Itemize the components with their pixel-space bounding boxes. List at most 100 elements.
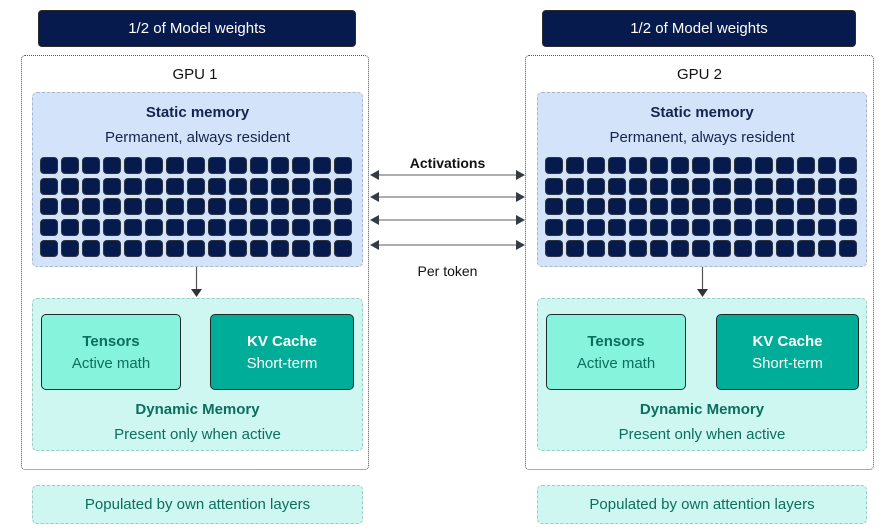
- weight-block: [629, 240, 647, 257]
- gpu1-label: GPU 1: [172, 66, 218, 83]
- weight-block: [250, 198, 268, 215]
- weight-block: [629, 219, 647, 236]
- weight-block: [145, 178, 163, 195]
- weight-block: [334, 219, 352, 236]
- weight-block: [208, 198, 226, 215]
- weight-block: [313, 240, 331, 257]
- gpu2-populated-label: Populated by own attention layers: [589, 496, 815, 513]
- weight-block: [776, 178, 794, 195]
- gpu1-populated-label: Populated by own attention layers: [84, 496, 311, 513]
- arrowhead-left-icon: [370, 215, 379, 225]
- weight-block: [692, 157, 710, 174]
- weight-block: [818, 219, 836, 236]
- weight-block: [839, 240, 857, 257]
- weight-block: [313, 219, 331, 236]
- weight-block: [650, 240, 668, 257]
- weight-block: [61, 219, 79, 236]
- weight-block: [292, 198, 310, 215]
- weight-block: [797, 198, 815, 215]
- weight-block: [734, 178, 752, 195]
- weight-block: [839, 157, 857, 174]
- weight-block: [734, 219, 752, 236]
- weight-block: [818, 240, 836, 257]
- gpu1-tensors-title: Tensors: [82, 332, 140, 350]
- weight-block: [61, 157, 79, 174]
- arrowhead-left-icon: [370, 192, 379, 202]
- gpu1-weights-header: 1/2 of Model weights: [38, 10, 356, 47]
- weight-block: [292, 240, 310, 257]
- weight-block: [545, 198, 563, 215]
- gpu2-weights-header: 1/2 of Model weights: [542, 10, 856, 47]
- weight-block: [82, 240, 100, 257]
- weight-block: [229, 178, 247, 195]
- gpu2-tensors-title: Tensors: [587, 332, 645, 350]
- weight-block: [334, 240, 352, 257]
- weight-block: [650, 198, 668, 215]
- weight-block: [313, 178, 331, 195]
- gpu1-static-memory-subtitle: Permanent, always resident: [104, 129, 291, 146]
- gpu2-label: GPU 2: [676, 66, 722, 83]
- weight-block: [629, 178, 647, 195]
- gpu1-dynamic-memory-subtitle: Present only when active: [114, 426, 281, 443]
- gpu1-populated-note: Populated by own attention layers: [32, 485, 363, 524]
- weight-block: [587, 198, 605, 215]
- weight-block: [103, 219, 121, 236]
- weight-block: [250, 219, 268, 236]
- weight-block: [608, 198, 626, 215]
- weight-block: [82, 198, 100, 215]
- weight-block: [145, 219, 163, 236]
- activation-arrow: [370, 170, 525, 180]
- weight-block: [587, 240, 605, 257]
- weight-block: [692, 198, 710, 215]
- weight-block: [818, 198, 836, 215]
- weight-block: [545, 178, 563, 195]
- gpu1-weights-label: 1/2 of Model weights: [128, 20, 266, 37]
- weight-block: [166, 219, 184, 236]
- weight-block: [208, 178, 226, 195]
- weight-block: [566, 240, 584, 257]
- weight-block: [797, 157, 815, 174]
- weight-block: [692, 240, 710, 257]
- gpu1-kv-cache-subtitle: Short-term: [246, 354, 318, 372]
- weight-block: [755, 240, 773, 257]
- weight-block: [250, 157, 268, 174]
- weight-block: [334, 157, 352, 174]
- weight-block: [629, 198, 647, 215]
- gpu1-tensors-box: Tensors Active math: [41, 314, 181, 390]
- weight-block: [692, 219, 710, 236]
- weight-block: [755, 178, 773, 195]
- weight-block: [40, 219, 58, 236]
- weight-block: [776, 240, 794, 257]
- weight-block: [650, 219, 668, 236]
- weight-block: [145, 157, 163, 174]
- weight-block: [250, 178, 268, 195]
- weight-block: [103, 240, 121, 257]
- weight-block: [608, 219, 626, 236]
- weight-block: [334, 198, 352, 215]
- weight-block: [713, 157, 731, 174]
- weight-block: [671, 157, 689, 174]
- weight-block: [229, 240, 247, 257]
- weight-block: [124, 219, 142, 236]
- weight-block: [124, 198, 142, 215]
- weight-block: [187, 219, 205, 236]
- gpu1-tensors-subtitle: Active math: [71, 354, 151, 372]
- weight-block: [40, 198, 58, 215]
- weight-block: [82, 157, 100, 174]
- weight-block: [208, 157, 226, 174]
- weight-block: [713, 178, 731, 195]
- weight-block: [187, 157, 205, 174]
- activation-arrow: [370, 215, 525, 225]
- arrowhead-right-icon: [516, 215, 525, 225]
- weight-block: [713, 198, 731, 215]
- weight-block: [271, 240, 289, 257]
- weight-block: [40, 178, 58, 195]
- weight-block: [566, 178, 584, 195]
- weight-block: [839, 198, 857, 215]
- weight-block: [103, 178, 121, 195]
- per-token-label: Per token: [417, 263, 478, 279]
- weight-block: [334, 178, 352, 195]
- weight-block: [755, 198, 773, 215]
- activations-label: Activations: [409, 155, 486, 171]
